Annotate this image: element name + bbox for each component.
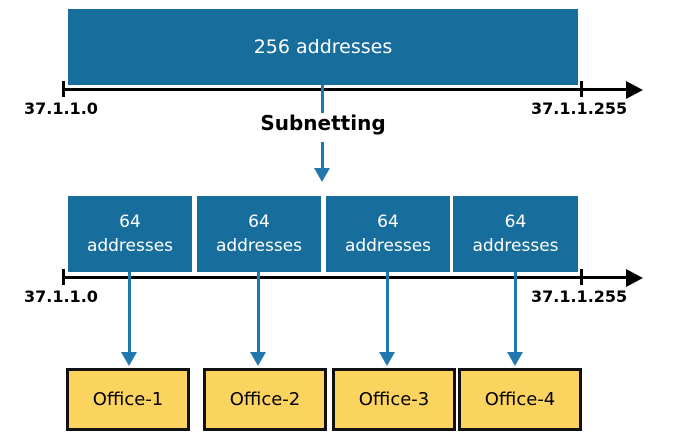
subnet-block-2: 64 addresses: [197, 196, 321, 272]
subnet3-arrow-shaft: [386, 272, 389, 352]
subnet-axis-tick-start: [62, 269, 65, 285]
top-axis-tick-start: [62, 81, 65, 97]
top-axis-end-label: 37.1.1.255: [531, 99, 628, 118]
subnetting-connector-top: [321, 85, 324, 113]
subnet-block-2-label: 64 addresses: [215, 212, 303, 256]
network-block-256-label: 256 addresses: [253, 36, 393, 58]
subnet-block-1: 64 addresses: [68, 196, 192, 272]
subnet2-arrow-head-icon: [250, 352, 266, 366]
subnetting-arrow-head-icon: [314, 168, 330, 182]
subnetting-arrow-shaft: [321, 142, 324, 169]
subnet1-arrow-head-icon: [121, 352, 137, 366]
office-1-label: Office-1: [92, 389, 164, 410]
subnet-axis-line: [63, 276, 628, 279]
subnet-axis-start-label: 37.1.1.0: [24, 287, 98, 306]
top-axis-line: [63, 88, 628, 91]
office-3-label: Office-3: [358, 389, 430, 410]
top-axis-arrow-icon: [626, 81, 643, 99]
subnet4-arrow-head-icon: [507, 352, 523, 366]
office-box-2: Office-2: [203, 368, 327, 431]
office-box-1: Office-1: [66, 368, 190, 431]
office-box-3: Office-3: [332, 368, 456, 431]
subnet-axis-arrow-icon: [626, 269, 643, 287]
network-block-256: 256 addresses: [68, 9, 578, 85]
subnet4-arrow-shaft: [514, 272, 517, 352]
subnet2-arrow-shaft: [257, 272, 260, 352]
office-2-label: Office-2: [229, 389, 301, 410]
office-4-label: Office-4: [484, 389, 556, 410]
subnet-axis-end-label: 37.1.1.255: [531, 287, 628, 306]
subnet3-arrow-head-icon: [379, 352, 395, 366]
subnet-block-4-label: 64 addresses: [472, 212, 559, 256]
top-axis-tick-end: [580, 81, 583, 97]
subnetting-title: Subnetting: [260, 111, 386, 135]
subnet-block-3-label: 64 addresses: [344, 212, 432, 256]
subnet-axis-tick-end: [580, 269, 583, 285]
top-axis-start-label: 37.1.1.0: [24, 99, 98, 118]
subnet-block-3: 64 addresses: [326, 196, 450, 272]
subnet-block-4: 64 addresses: [453, 196, 578, 272]
office-box-4: Office-4: [458, 368, 582, 431]
subnet1-arrow-shaft: [128, 272, 131, 352]
subnet-block-1-label: 64 addresses: [86, 212, 174, 256]
